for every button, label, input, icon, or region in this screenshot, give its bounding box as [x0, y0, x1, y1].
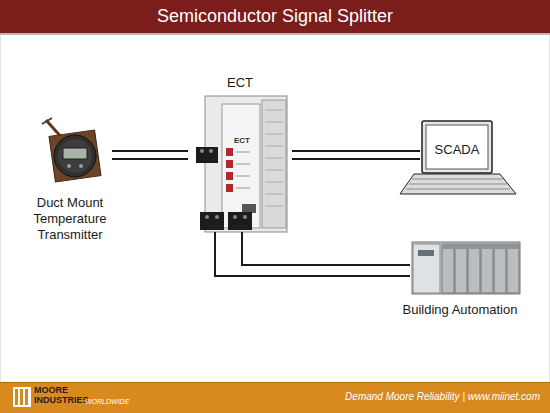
- signal-wire: [112, 151, 188, 159]
- ect-splitter-device-part: [236, 152, 250, 153]
- wire-line: [112, 150, 188, 152]
- laptop-computer-part: [426, 125, 488, 169]
- plc-rack-part: [442, 244, 454, 293]
- node-label: Building Automation: [385, 302, 535, 318]
- ect-splitter-device-part: [226, 160, 233, 168]
- ect-splitter-device: [196, 96, 287, 232]
- title-bar-part: [0, 0, 550, 33]
- ect-splitter-device-part: [200, 149, 204, 153]
- ect-splitter-device-part: [209, 149, 213, 153]
- plc-rack-part: [442, 244, 519, 249]
- ect-splitter-device-part: [265, 170, 283, 171]
- temperature-transmitter-part: [67, 164, 71, 168]
- laptop-computer-part: [406, 189, 510, 190]
- laptop-computer: [400, 121, 516, 194]
- ect-splitter-device-part: [265, 158, 283, 159]
- ect-splitter-device-part: [226, 184, 233, 192]
- ect-splitter-device-part: [215, 215, 219, 219]
- ect-splitter-device-part: [262, 100, 286, 228]
- node-label: SCADA: [426, 142, 488, 158]
- plc-rack-part: [494, 244, 506, 293]
- footer-bar-part: [0, 382, 550, 383]
- footer-bar-part: [0, 383, 550, 413]
- ect-splitter-device-part: [226, 148, 233, 156]
- device-node: ECT: [188, 75, 292, 232]
- ect-splitter-device-part: [236, 164, 250, 165]
- ect-splitter-device-part: [205, 215, 209, 219]
- laptop-computer-part: [400, 174, 516, 194]
- signal-wire: [215, 232, 410, 276]
- plc-rack-part: [413, 244, 440, 293]
- wire-line: [242, 232, 410, 265]
- ect-splitter-device-part: [265, 122, 283, 123]
- ect-splitter-device-part: [265, 194, 283, 195]
- device-node: SCADA: [420, 120, 518, 196]
- node-label: Duct Mount Temperature Transmitter: [28, 195, 112, 243]
- ect-splitter-device-part: [265, 146, 283, 147]
- ect-splitter-device-part: [226, 172, 233, 180]
- wire-line: [292, 150, 420, 152]
- temperature-transmitter-part: [58, 139, 92, 173]
- ect-splitter-device-part: [236, 188, 250, 189]
- laptop-computer-part: [409, 184, 507, 185]
- temperature-transmitter-part: [54, 135, 96, 177]
- plc-rack-part: [418, 250, 434, 256]
- device-node: Building Automation: [410, 240, 522, 320]
- ect-splitter-device-part: [242, 204, 256, 213]
- laptop-computer-part: [412, 179, 503, 180]
- plc-rack-part: [455, 244, 467, 293]
- plc-rack-part: [481, 244, 493, 293]
- ect-splitter-device-part: [265, 182, 283, 183]
- temperature-transmitter-part: [63, 148, 87, 159]
- ect-splitter-device-part: [265, 206, 283, 207]
- plc-rack-part: [507, 244, 519, 293]
- node-label: ECT: [188, 75, 292, 91]
- printed-label: MOORE: [34, 385, 94, 396]
- company-logo-mark-part: [13, 387, 31, 407]
- ect-splitter-device-part: [228, 212, 252, 230]
- company-logo-mark-part: [15, 389, 18, 405]
- wire-line: [112, 158, 188, 160]
- plc-rack-part: [412, 242, 520, 294]
- temperature-transmitter-part: [79, 164, 83, 168]
- temperature-transmitter-part: [49, 130, 101, 182]
- company-logo-mark-part: [20, 389, 23, 405]
- ect-splitter-device-part: [265, 134, 283, 135]
- footer-bar: [0, 382, 550, 413]
- slide-title: Semiconductor Signal Splitter: [0, 6, 550, 27]
- plc-rack-part: [468, 244, 480, 293]
- ect-splitter-device-part: [233, 215, 237, 219]
- temperature-transmitter-part: [42, 118, 52, 124]
- ect-splitter-device-part: [243, 215, 247, 219]
- ect-splitter-device-part: [205, 96, 287, 232]
- ect-splitter-device-part: [222, 104, 260, 228]
- title-bar-part: [0, 33, 550, 35]
- ect-splitter-device-part: [200, 212, 224, 230]
- title-bar: [0, 0, 550, 35]
- ect-splitter-device-part: [196, 147, 218, 163]
- printed-label: ECT: [230, 136, 254, 146]
- temperature-transmitter: [42, 118, 101, 182]
- wire-line: [215, 232, 410, 276]
- plc-rack: [412, 242, 520, 294]
- ect-splitter-device-part: [236, 176, 250, 177]
- laptop-computer-part: [422, 121, 492, 173]
- company-logo-mark-part: [25, 389, 28, 405]
- device-node: Duct Mount Temperature Transmitter: [28, 112, 112, 244]
- signal-wire: [292, 151, 420, 159]
- wire-line: [292, 158, 420, 160]
- printed-label: Demand Moore Reliability | www.miinet.co…: [300, 391, 540, 403]
- ect-splitter-device-part: [265, 110, 283, 111]
- company-logo-mark: [13, 387, 31, 407]
- printed-label: WORLDWIDE: [85, 397, 145, 406]
